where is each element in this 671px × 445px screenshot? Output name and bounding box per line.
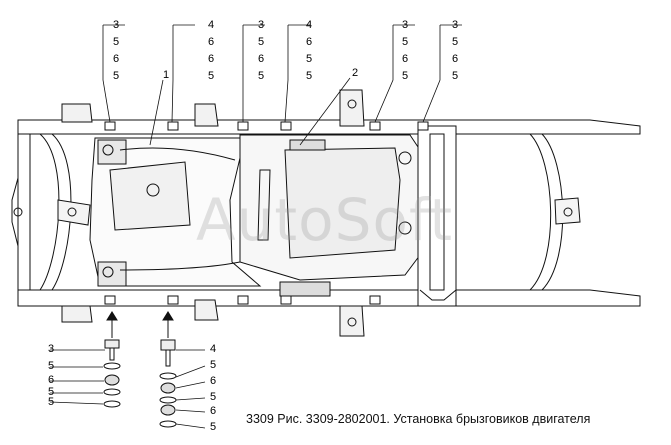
callout-stack-1-item-0: 4 — [208, 19, 215, 31]
callout-stack-1-item-2: 6 — [208, 53, 215, 65]
callout-stack-4-item-3: 5 — [402, 70, 409, 82]
callout-stack-3-item-1: 6 — [306, 36, 313, 48]
rear-crossmember — [529, 133, 581, 291]
callout-stack-2-item-3: 5 — [258, 70, 265, 82]
bolt-stack-left-drawing — [49, 339, 121, 408]
bolt-right-label-1: 5 — [210, 359, 217, 371]
bolt-left-label-2: 6 — [48, 374, 55, 386]
callout-stack-4-item-1: 5 — [402, 36, 409, 48]
figure-caption: 3309 Рис. 3309-2802001. Установка брызго… — [246, 412, 591, 426]
callout-stack-3-item-3: 5 — [306, 70, 313, 82]
callout-stack-0-item-3: 5 — [113, 70, 120, 82]
callout-stack-0-item-0: 3 — [113, 19, 120, 31]
callout-stack-4-item-2: 6 — [402, 53, 409, 65]
bolt-right-label-3: 5 — [210, 391, 217, 403]
watermark: AutoSoft — [196, 186, 454, 254]
callout-stack-4-item-0: 3 — [402, 19, 409, 31]
callout-stack-2-item-2: 6 — [258, 53, 265, 65]
bolt-left-label-3: 5 — [48, 386, 55, 398]
callout-stack-5-item-3: 5 — [452, 70, 459, 82]
bolt-points — [104, 121, 429, 305]
callout-stack-5-item-2: 6 — [452, 53, 459, 65]
callout-stack-0-item-2: 6 — [113, 53, 120, 65]
callout-stack-1-item-3: 5 — [208, 70, 215, 82]
bolt-right-label-2: 6 — [210, 375, 217, 387]
part-callout-2: 2 — [352, 67, 359, 79]
bolt-right-label-5: 5 — [210, 421, 217, 433]
insertion-arrows — [106, 311, 174, 338]
part-callout-1: 1 — [163, 69, 170, 81]
bolt-left-label-0: 3 — [48, 343, 55, 355]
callout-stack-0-item-1: 5 — [113, 36, 120, 48]
callout-stack-3-item-0: 4 — [306, 19, 313, 31]
callout-stack-5-item-0: 3 — [452, 19, 459, 31]
callout-stack-2-item-1: 5 — [258, 36, 265, 48]
bolt-right-label-4: 6 — [210, 405, 217, 417]
bolt-stack-right-drawing — [159, 339, 206, 429]
transmission-splash-shield — [239, 134, 421, 297]
callout-stack-3-item-2: 5 — [306, 53, 313, 65]
callout-stack-5-item-1: 5 — [452, 36, 459, 48]
bolt-left-label-4: 5 — [48, 396, 55, 408]
mid-crossmember — [417, 125, 457, 307]
bolt-left-label-1: 5 — [48, 360, 55, 372]
front-crossmember — [39, 103, 93, 323]
bolt-right-label-0: 4 — [210, 343, 217, 355]
callout-stack-2-item-0: 3 — [258, 19, 265, 31]
callout-stack-1-item-1: 6 — [208, 36, 215, 48]
brackets — [194, 89, 365, 337]
leader-lines — [102, 24, 462, 146]
